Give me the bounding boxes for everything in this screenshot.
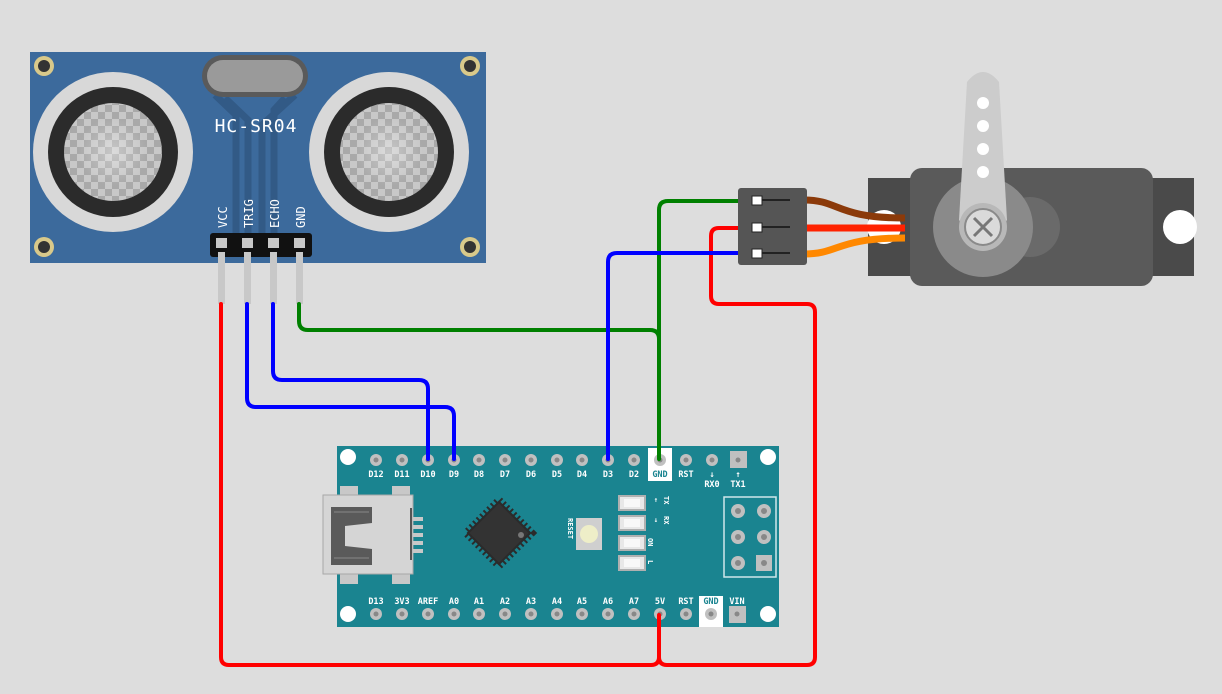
reset-label: RESET [566, 518, 574, 539]
pin-label-a1: A1 [474, 597, 484, 607]
close-icon [972, 216, 994, 238]
mount-hole [760, 449, 776, 465]
pin-label-d12: D12 [368, 470, 383, 480]
pin-label-rst-bottom: RST [678, 597, 693, 607]
pin-label-vcc: VCC [216, 206, 230, 228]
pin-label-a4: A4 [552, 597, 562, 607]
pin-label-d13: D13 [368, 597, 383, 607]
pin-label-d11: D11 [394, 470, 409, 480]
status-leds [618, 495, 646, 571]
pin-label-d8: D8 [474, 470, 484, 480]
pin-label-d6: D6 [526, 470, 536, 480]
pin-label-a7: A7 [629, 597, 639, 607]
wire-echo [271, 302, 430, 461]
right-transducer [309, 72, 469, 232]
nano-bottom-header[interactable] [370, 606, 746, 623]
led-label-tx: TX [662, 496, 670, 505]
pin-label-trig: TRIG [242, 199, 256, 228]
arrow-up-icon: ↑ [735, 470, 740, 480]
pin-label-d2: D2 [629, 470, 639, 480]
sensor-model-label: HC-SR04 [215, 116, 298, 137]
pin-label-d4: D4 [577, 470, 587, 480]
pin-label-5v: 5V [655, 597, 665, 607]
mount-hole [760, 606, 776, 622]
icsp-header[interactable] [723, 496, 777, 578]
pin-label-a3: A3 [526, 597, 536, 607]
arrow-left-icon: ← [652, 498, 660, 502]
arrow-down-icon: ↓ [709, 470, 714, 480]
pin-label-aref: AREF [418, 597, 438, 607]
wires [219, 199, 817, 667]
mount-hole [340, 449, 356, 465]
pin-label-a0: A0 [449, 597, 459, 607]
mount-hole [340, 606, 356, 622]
pin-label-echo: ECHO [268, 199, 282, 228]
led-label-l: L [646, 560, 654, 564]
usb-connector [322, 486, 423, 584]
pin-label-3v3: 3V3 [394, 597, 409, 607]
pin-label-a6: A6 [603, 597, 613, 607]
pin-label-d10: D10 [420, 470, 435, 480]
pin-label-gnd-bottom: GND [703, 597, 718, 607]
wire-servo-power [657, 226, 817, 667]
wire-servo-signal [606, 251, 762, 461]
pin-label-gnd: GND [294, 206, 308, 228]
pin-label-tx1: TX1 [730, 480, 745, 490]
led-label-rx: RX [662, 516, 670, 525]
pin-label-a5: A5 [577, 597, 587, 607]
sensor-header[interactable] [210, 233, 312, 304]
reset-button[interactable] [576, 518, 602, 550]
pin-label-d5: D5 [552, 470, 562, 480]
servo-cable [803, 196, 906, 258]
pin-label-d7: D7 [500, 470, 510, 480]
hc-sr04-sensor[interactable]: HC-SR04 VCC TRIG ECHO GND [30, 52, 486, 304]
servo-connector[interactable] [738, 188, 807, 265]
pin-label-rx0: RX0 [704, 480, 719, 490]
pin-label-d9: D9 [449, 470, 459, 480]
pin-label-gnd-top: GND [652, 470, 667, 480]
servo-motor[interactable] [867, 72, 1197, 286]
pin-label-vin: VIN [729, 597, 744, 607]
pin-label-rst-top: RST [678, 470, 693, 480]
arrow-right-icon: → [652, 518, 660, 522]
microcontroller-chip [460, 494, 538, 572]
left-transducer [33, 72, 193, 232]
led-label-on: ON [646, 538, 654, 546]
pin-label-a2: A2 [500, 597, 510, 607]
pin-label-d3: D3 [603, 470, 613, 480]
wire-trig [245, 302, 456, 461]
arduino-nano[interactable]: D12 D11 D10 D9 D8 D7 D6 D5 D4 D3 D2 GND … [322, 446, 779, 627]
wire-servo-gnd [657, 199, 762, 461]
